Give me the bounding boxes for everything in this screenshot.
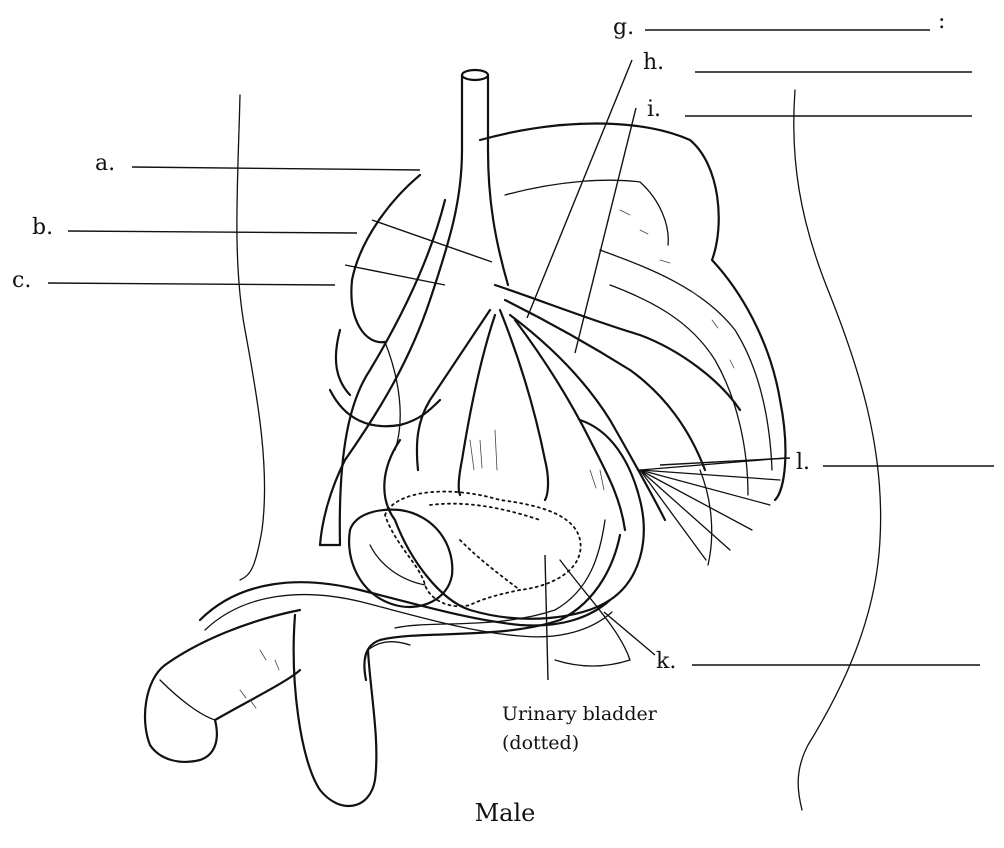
leader-lines (48, 60, 790, 680)
bladder-caption-line1: Urinary bladder (502, 703, 658, 725)
ilium (351, 175, 420, 450)
nerve-trunks (320, 70, 785, 680)
sacrum (480, 124, 785, 566)
label-g-colon: : (938, 9, 945, 34)
urinary-bladder-dotted (385, 492, 581, 607)
bladder-caption-line2: (dotted) (502, 732, 579, 754)
label-k: k. (656, 649, 676, 674)
label-i: i. (647, 97, 661, 122)
label-a: a. (95, 151, 115, 176)
body-outline (237, 90, 881, 810)
label-b: b. (32, 215, 53, 240)
label-h: h. (643, 50, 664, 75)
label-c: c. (12, 268, 31, 293)
label-g: g. (613, 15, 634, 40)
answer-blanks (645, 30, 994, 665)
figure-title: Male (475, 799, 536, 827)
penile-nerve (200, 582, 612, 637)
external-genitalia (145, 610, 410, 806)
label-l: l. (796, 450, 810, 475)
